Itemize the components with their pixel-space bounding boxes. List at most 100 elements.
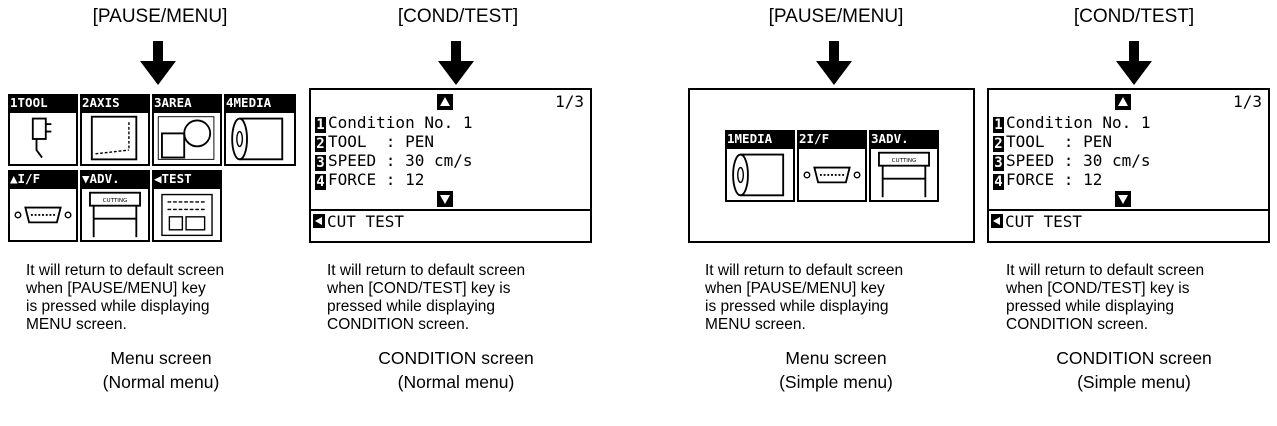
menu-tab-test[interactable]: ◀TEST	[152, 170, 222, 187]
row-text: FORCE : 12	[328, 170, 425, 189]
menu-tab-axis[interactable]: 2AXIS	[80, 94, 150, 111]
menu-tab-if[interactable]: ▲I/F	[8, 170, 78, 187]
media-icon[interactable]	[224, 111, 296, 166]
row-number: 4	[315, 174, 326, 190]
row-text: SPEED : 30 cm/s	[328, 151, 473, 170]
cutting-text: CUTTING	[103, 198, 128, 204]
tab-label: AREA	[161, 95, 192, 110]
menu-screen-simple: 1MEDIA 2I/F 3ADV. CUTTING	[688, 88, 975, 243]
advanced-plotter-icon[interactable]: CUTTING	[80, 187, 150, 242]
menu-tab-tool[interactable]: 1TOOL	[8, 94, 78, 111]
tab-arrow: ▼	[82, 171, 90, 186]
cond-test-key-label: [COND/TEST]	[397, 6, 519, 27]
cut-test-softkey[interactable]: CUT TEST	[313, 212, 404, 231]
menu-tab-area[interactable]: 3AREA	[152, 94, 222, 111]
left-arrow-icon	[313, 214, 325, 228]
menu-screen-normal: 1TOOL 2AXIS 3AREA 4MEDIA ▲I/F ▼ADV. ◀TES…	[8, 88, 296, 243]
scroll-up-icon[interactable]	[1115, 94, 1131, 110]
condition-normal-caption: CONDITION screen (Normal menu)	[336, 346, 576, 394]
interface-connector-icon[interactable]	[8, 187, 78, 242]
row-number: 3	[315, 155, 326, 171]
menu-tab-if[interactable]: 2I/F	[797, 130, 867, 147]
tab-label: AXIS	[89, 95, 120, 110]
test-pattern-icon[interactable]	[152, 187, 222, 242]
page-indicator: 1/3	[555, 92, 584, 111]
scroll-up-icon[interactable]	[437, 94, 453, 110]
row-text: TOOL : PEN	[328, 132, 434, 151]
page-indicator: 1/3	[1233, 92, 1262, 111]
scroll-down-icon[interactable]	[437, 191, 453, 207]
caption-title: CONDITION screen	[1056, 348, 1212, 368]
cond-test-key-label: [COND/TEST]	[1073, 6, 1195, 27]
row-number: 1	[315, 117, 326, 133]
tool-icon[interactable]	[8, 111, 78, 166]
tab-number: 1	[10, 95, 18, 110]
condition-simple-caption: CONDITION screen (Simple menu)	[1014, 346, 1254, 394]
tab-arrow: ◀	[154, 171, 162, 186]
down-arrow-icon	[438, 41, 474, 85]
tab-number: 2	[82, 95, 90, 110]
cutting-text: CUTTING	[892, 158, 917, 164]
row-number: 2	[993, 136, 1004, 152]
row-text: Condition No. 1	[328, 113, 473, 132]
interface-connector-icon[interactable]	[797, 147, 867, 202]
media-icon[interactable]	[725, 147, 795, 202]
footer-label: CUT TEST	[1005, 212, 1083, 231]
tab-label: MEDIA	[734, 131, 773, 146]
caption-subtitle: (Simple menu)	[1077, 372, 1191, 392]
menu-simple-caption: Menu screen (Simple menu)	[716, 346, 956, 394]
tab-number: 4	[226, 95, 234, 110]
menu-tab-media[interactable]: 1MEDIA	[725, 130, 795, 147]
caption-subtitle: (Simple menu)	[779, 372, 893, 392]
row-text: TOOL : PEN	[1006, 132, 1112, 151]
divider	[311, 209, 590, 211]
tab-label: TEST	[161, 171, 192, 186]
tab-number: 3	[871, 131, 879, 146]
down-arrow-icon	[816, 41, 852, 85]
caption-title: Menu screen	[785, 348, 887, 368]
menu-tab-adv[interactable]: ▼ADV.	[80, 170, 150, 187]
tab-label: ADV.	[878, 131, 909, 146]
pause-menu-key-label: [PAUSE/MENU]	[768, 6, 904, 27]
area-icon[interactable]	[152, 111, 222, 166]
row-number: 3	[993, 155, 1004, 171]
row-text: FORCE : 12	[1006, 170, 1103, 189]
tab-label: I/F	[17, 171, 41, 186]
menu-tab-media[interactable]: 4MEDIA	[224, 94, 296, 111]
left-arrow-icon	[991, 214, 1003, 228]
tab-number: 3	[154, 95, 162, 110]
row-number: 4	[993, 174, 1004, 190]
menu-simple-description: It will return to default screen when [P…	[705, 262, 904, 333]
footer-label: CUT TEST	[327, 212, 405, 231]
menu-tab-adv[interactable]: 3ADV.	[869, 130, 939, 147]
caption-subtitle: (Normal menu)	[397, 372, 515, 392]
tab-label: I/F	[806, 131, 830, 146]
down-arrow-icon	[140, 41, 176, 85]
caption-subtitle: (Normal menu)	[102, 372, 220, 392]
caption-title: Menu screen	[110, 348, 212, 368]
row-number: 1	[993, 117, 1004, 133]
scroll-down-icon[interactable]	[1115, 191, 1131, 207]
row-text: Condition No. 1	[1006, 113, 1151, 132]
cut-test-softkey[interactable]: CUT TEST	[991, 212, 1082, 231]
down-arrow-icon	[1116, 41, 1152, 85]
advanced-plotter-icon[interactable]: CUTTING	[869, 147, 939, 202]
tab-label: MEDIA	[233, 95, 272, 110]
menu-normal-caption: Menu screen (Normal menu)	[41, 346, 281, 394]
row-number: 2	[315, 136, 326, 152]
tab-number: 2	[799, 131, 807, 146]
tab-arrow: ▲	[10, 171, 18, 186]
tab-label: TOOL	[17, 95, 48, 110]
condition-normal-description: It will return to default screen when [C…	[327, 262, 526, 333]
axis-icon[interactable]	[80, 111, 150, 166]
